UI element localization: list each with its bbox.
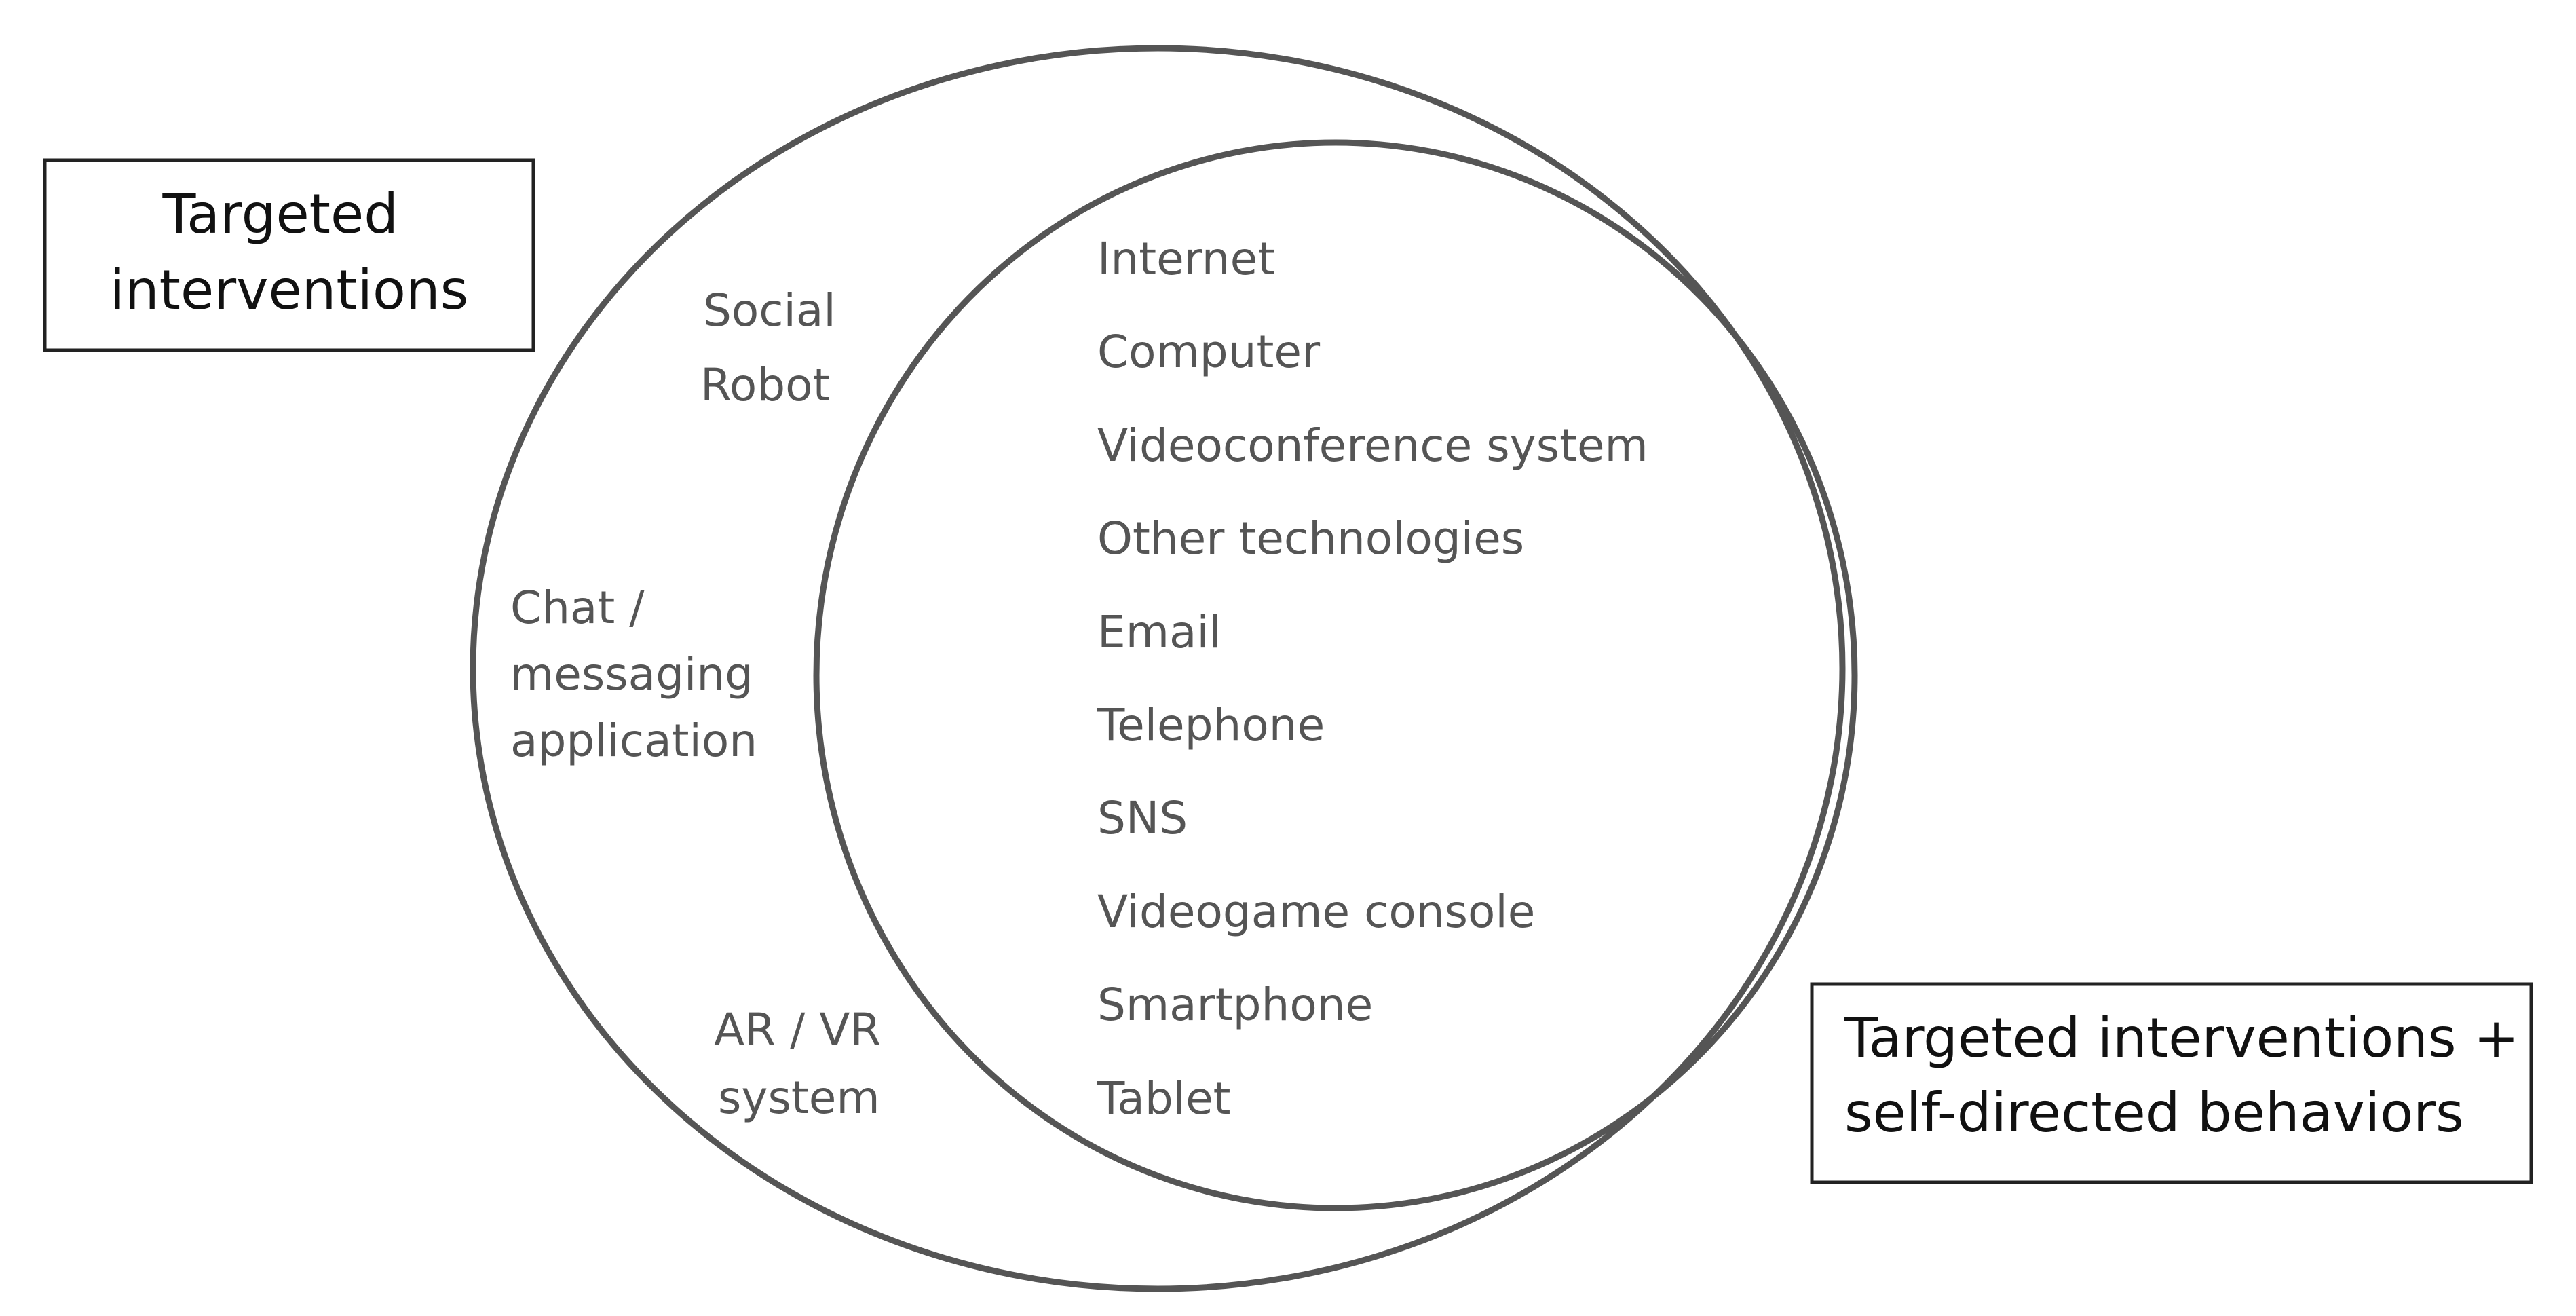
outer-item-ar-vr-line: system — [718, 1072, 880, 1124]
svg-text:AR / VR system: AR / VR system — [714, 1004, 895, 1124]
inner-item: Internet — [1097, 233, 1275, 285]
inner-item: Videogame console — [1097, 886, 1535, 938]
inner-item: Email — [1097, 606, 1221, 658]
svg-text:Chat / messaging a: Chat / messaging application — [510, 582, 768, 767]
inner-item: Videoconference system — [1097, 419, 1648, 472]
inner-item: Smartphone — [1097, 979, 1373, 1031]
outer-item-chat-line: application — [510, 715, 757, 767]
inner-set-label-box: Targeted interventions + self-directed b… — [1810, 982, 2536, 1184]
inner-item: Computer — [1097, 326, 1321, 378]
outer-set-label-box: Targeted interventions — [43, 158, 535, 352]
inner-set-label-line: Targeted interventions + — [1844, 1007, 2519, 1070]
inner-item: Other technologies — [1097, 512, 1524, 565]
outer-item-ar-vr-line: AR / VR — [714, 1004, 881, 1056]
outer-item-chat-line: messaging — [510, 648, 753, 700]
outer-item-chat-line: Chat / — [510, 582, 645, 634]
outer-set-label-line: Targeted — [162, 183, 399, 246]
outer-circle — [470, 45, 1846, 1292]
inner-set-label-line: self-directed behaviors — [1844, 1081, 2464, 1144]
outer-set-label-line: interventions — [110, 259, 469, 322]
inner-item: Telephone — [1097, 699, 1325, 751]
inner-item: Tablet — [1097, 1072, 1231, 1125]
svg-text:Social Robot: Social Robot — [700, 284, 850, 411]
inner-item: SNS — [1097, 792, 1188, 844]
outer-only-items: Social Robot Chat / messaging applicatio… — [510, 284, 895, 1124]
outer-item-social-robot-line: Robot — [700, 359, 830, 411]
outer-item-social-robot-line: Social — [703, 284, 836, 337]
svg-text:Targeted interventions +: Targeted interventions + self-directed b… — [1844, 1007, 2536, 1144]
svg-text:Targeted interventions: Targeted interventions — [110, 183, 469, 322]
inner-circle — [813, 139, 1858, 1211]
inner-items: Internet Computer Videoconference system… — [1097, 233, 1648, 1125]
